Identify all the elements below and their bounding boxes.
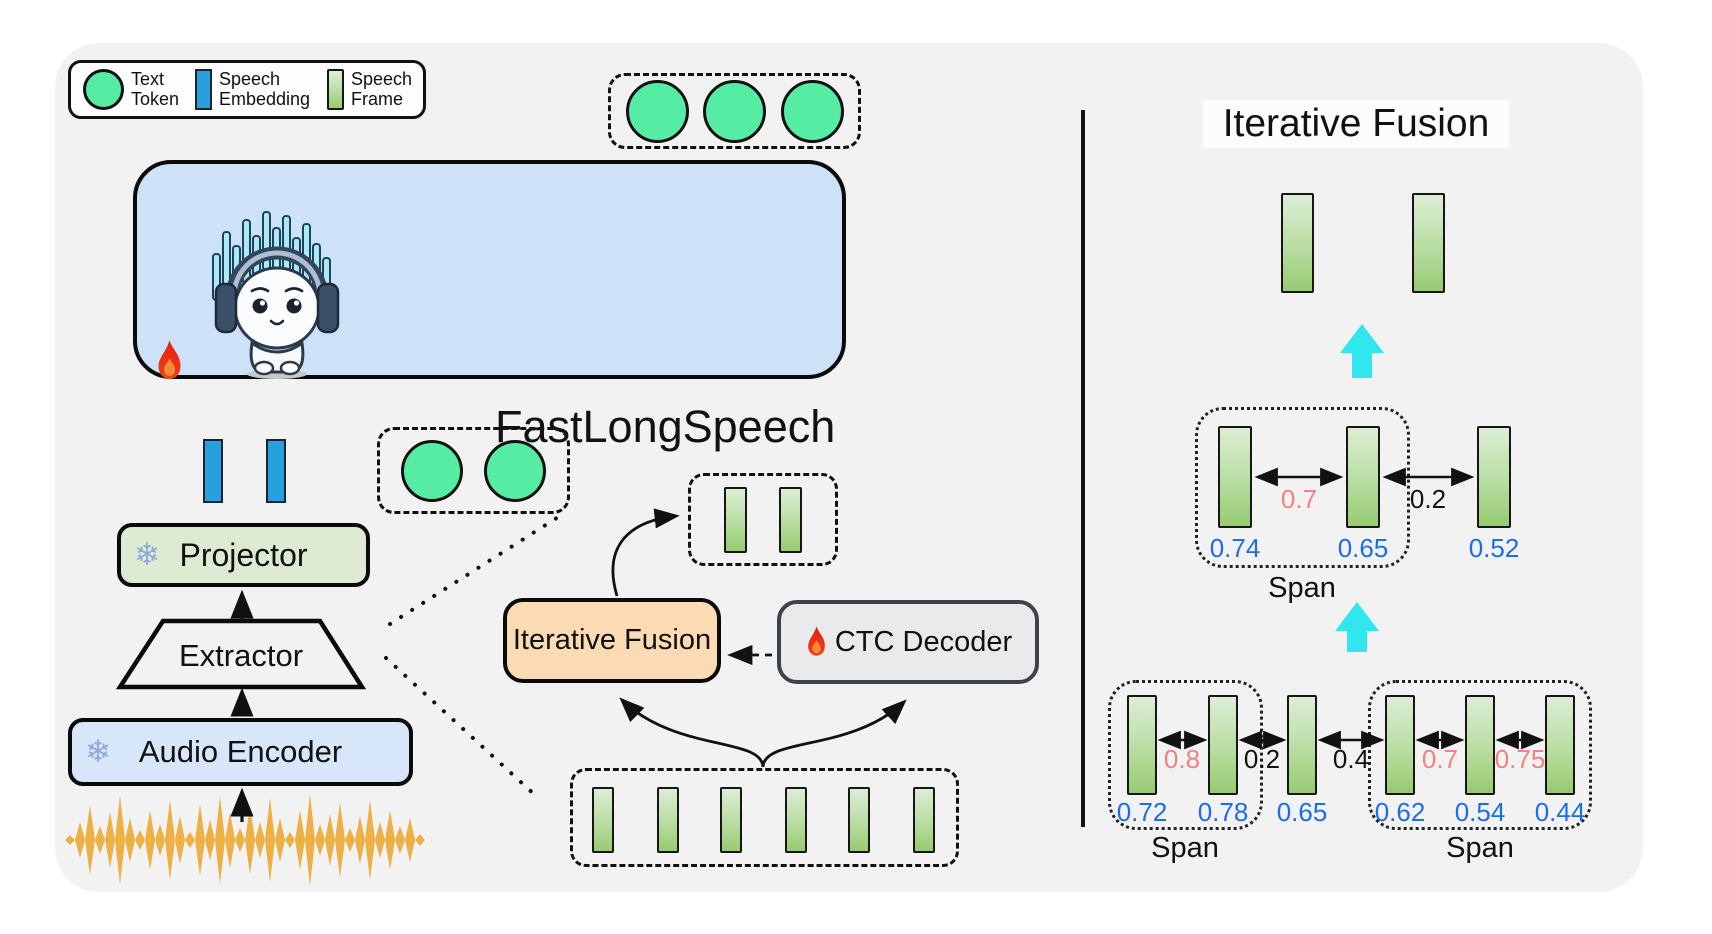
speech-frame-bar [1346, 426, 1380, 528]
audio-encoder-box: ❄ Audio Encoder [68, 718, 413, 786]
speech-frame-bar [1281, 193, 1314, 293]
speech-frame-bar [913, 787, 935, 853]
similarity-value: 0.4 [1332, 744, 1370, 774]
speech-frame-bar [1412, 193, 1445, 293]
ctc-decoder-box: CTC Decoder [777, 600, 1039, 684]
legend-item-speech-embedding: Speech Embedding [195, 69, 317, 110]
text-token-circle [703, 79, 766, 143]
similarity-value: 0.2 [1409, 484, 1447, 514]
speech-embedding-bar [203, 439, 223, 503]
legend-label-text-token: Text Token [131, 69, 180, 109]
frame-score: 0.78 [1197, 797, 1249, 827]
text-token-swatch [83, 69, 124, 110]
similarity-value: 0.7 [1421, 744, 1459, 774]
speech-frame-swatch [327, 69, 344, 110]
iterative-fusion-title: Iterative Fusion [1203, 100, 1509, 148]
legend-label-speech-frame: Speech Frame [351, 69, 413, 109]
span-label: Span [1268, 572, 1336, 604]
similarity-value: 0.75 [1494, 744, 1546, 774]
fire-icon [153, 338, 186, 384]
speech-frame-bar [723, 486, 747, 553]
text-token-circle [484, 439, 546, 502]
speech-frame-bar [1287, 695, 1317, 795]
legend: Text Token Speech Embedding Speech Frame [68, 60, 426, 119]
span-label: Span [1446, 832, 1514, 864]
speech-frame-bar [779, 486, 803, 553]
frame-score: 0.65 [1337, 533, 1389, 563]
fire-icon [804, 625, 829, 659]
similarity-value: 0.2 [1243, 744, 1281, 774]
frame-score: 0.65 [1276, 797, 1328, 827]
text-token-circle [401, 439, 463, 502]
model-title: FastLongSpeech [495, 401, 836, 452]
token-group-small [377, 427, 570, 514]
robot-mascot [212, 211, 340, 379]
speech-frame-bar [657, 787, 679, 853]
speech-frame-bar [1385, 695, 1415, 795]
similarity-value: 0.8 [1163, 744, 1201, 774]
speech-frame-bar [785, 787, 807, 853]
snowflake-icon: ❄ [85, 734, 111, 770]
iterative-fusion-label: Iterative Fusion [512, 624, 712, 656]
audio-encoder-label: Audio Encoder [138, 734, 343, 769]
frame-score: 0.74 [1209, 533, 1261, 563]
speech-frame-bar [1127, 695, 1157, 795]
speech-frame-bar [1477, 426, 1511, 528]
span-group-middle [1195, 407, 1410, 568]
frame-score: 0.62 [1374, 797, 1426, 827]
speech-frame-bar [1545, 695, 1575, 795]
fused-frame-group [688, 473, 838, 566]
speech-frame-bar [1208, 695, 1238, 795]
panel-divider-line [1081, 110, 1085, 827]
projector-box: ❄ Projector [117, 523, 370, 587]
projector-label: Projector [179, 536, 308, 573]
extractor-label: Extractor [178, 638, 304, 673]
speech-embedding-bar [266, 439, 286, 503]
frame-score: 0.72 [1116, 797, 1168, 827]
legend-item-speech-frame: Speech Frame [327, 69, 413, 110]
iterative-fusion-box: Iterative Fusion [503, 598, 721, 683]
speech-frame-bar [1218, 426, 1252, 528]
fastlongspeech-box: FastLongSpeech [133, 160, 846, 452]
text-token-circle [625, 79, 689, 143]
speech-frame-bar [592, 787, 614, 853]
frame-score: 0.52 [1468, 533, 1520, 563]
span-label: Span [1151, 832, 1219, 864]
speech-embedding-swatch [195, 69, 212, 110]
similarity-value: 0.7 [1280, 484, 1318, 514]
ctc-decoder-label: CTC Decoder [834, 625, 1013, 658]
frame-score: 0.44 [1534, 797, 1586, 827]
speech-frame-bar [848, 787, 870, 853]
output-token-group [608, 73, 861, 149]
legend-item-text-token: Text Token [83, 69, 185, 110]
text-token-circle [780, 79, 844, 143]
legend-label-speech-embedding: Speech Embedding [219, 69, 311, 109]
snowflake-icon: ❄ [134, 537, 160, 573]
span-group-bottom-left [1108, 680, 1263, 830]
speech-frame-bar [720, 787, 742, 853]
span-group-bottom-right [1368, 680, 1592, 830]
frame-score: 0.54 [1454, 797, 1506, 827]
speech-frame-bar [1465, 695, 1495, 795]
input-frame-sequence [570, 768, 959, 867]
